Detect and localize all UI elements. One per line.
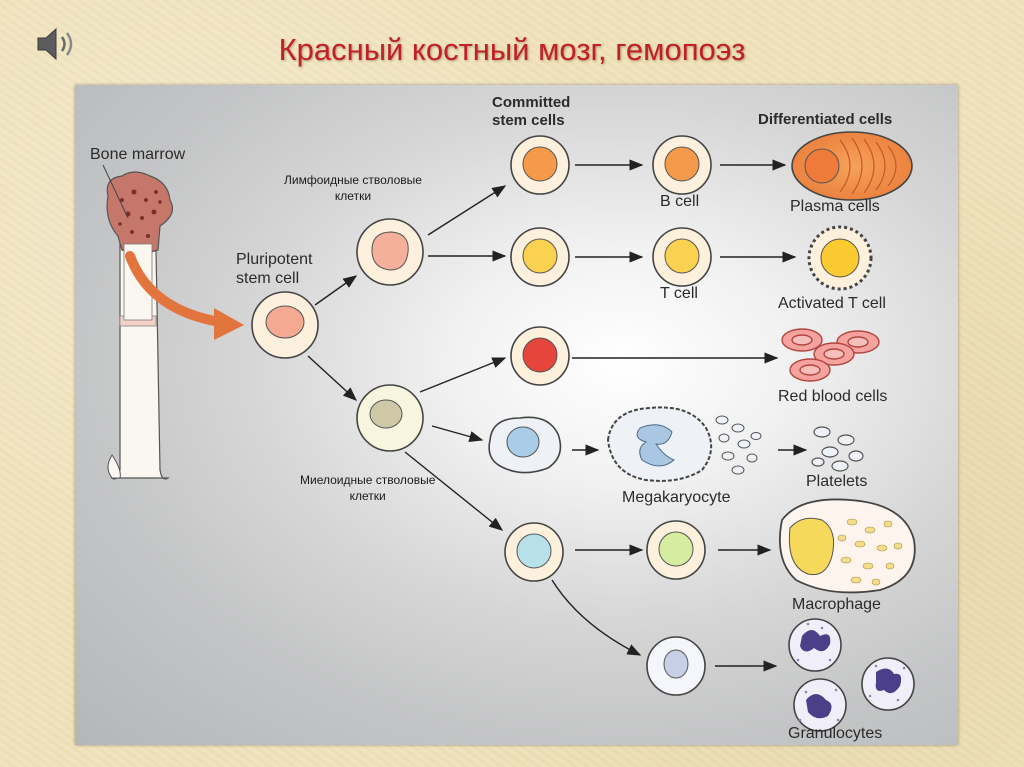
bone-to-stem-arrow bbox=[125, 251, 225, 327]
slide-title: Красный костный мозг, гемопоэз bbox=[278, 32, 746, 67]
bone-marrow-pointer bbox=[102, 164, 129, 219]
pluripotent-stem-cell bbox=[251, 291, 319, 359]
arrow-myeloid-mega bbox=[431, 425, 484, 442]
arrow-lymphoid-b bbox=[427, 185, 507, 236]
platelets bbox=[811, 426, 864, 472]
committed-monocyte-cell bbox=[504, 522, 564, 582]
macrophage bbox=[779, 498, 916, 594]
label-platelets: Platelets bbox=[806, 473, 868, 490]
header-committed: Committed stem cells bbox=[492, 94, 571, 129]
arrow-gran-branch bbox=[551, 579, 642, 656]
label-lymphoid: Лимфоидные стволовые клетки bbox=[284, 173, 422, 203]
arrow-pluripotent-lymphoid bbox=[314, 275, 358, 306]
plasma-cell bbox=[791, 131, 913, 201]
activated-t-cell bbox=[807, 225, 873, 291]
committed-t-cell bbox=[510, 227, 570, 287]
myeloid-stem-cell bbox=[356, 384, 424, 452]
t-cell bbox=[652, 227, 712, 287]
label-pluripotent: Pluripotent stem cell bbox=[236, 251, 313, 287]
label-granulocytes: Granulocytes bbox=[788, 725, 883, 742]
header-differentiated: Differentiated cells bbox=[758, 111, 893, 128]
label-b-cell: B cell bbox=[660, 193, 700, 210]
label-myeloid: Миелоидные стволовые клетки bbox=[300, 473, 436, 503]
label-megakaryocyte: Megakaryocyte bbox=[622, 489, 731, 506]
label-red-blood-cells: Red blood cells bbox=[778, 388, 888, 405]
committed-megakaryocyte-cell bbox=[488, 416, 562, 474]
monocyte bbox=[646, 520, 706, 580]
b-cell bbox=[652, 135, 712, 195]
granulocyte bbox=[861, 657, 915, 711]
granulocyte bbox=[788, 618, 842, 672]
committed-rbc-cell bbox=[510, 326, 570, 386]
speaker-icon[interactable] bbox=[34, 24, 80, 64]
red-blood-cells bbox=[781, 328, 880, 382]
lymphoid-stem-cell bbox=[356, 218, 424, 286]
megakaryocyte bbox=[606, 406, 762, 482]
label-plasma-cells: Plasma cells bbox=[790, 198, 880, 215]
label-activated-t-cell: Activated T cell bbox=[778, 295, 886, 312]
arrow-myeloid-rbc bbox=[419, 357, 507, 393]
bone-illustration bbox=[106, 171, 173, 480]
committed-b-cell bbox=[510, 135, 570, 195]
arrow-myeloid-mono bbox=[404, 451, 504, 531]
label-t-cell: T cell bbox=[660, 285, 698, 302]
committed-granulocyte-cell bbox=[646, 636, 706, 696]
arrow-pluripotent-myeloid bbox=[307, 355, 358, 401]
label-bone-marrow: Bone marrow bbox=[90, 146, 186, 163]
granulocytes bbox=[788, 618, 915, 732]
label-macrophage: Macrophage bbox=[792, 596, 881, 613]
